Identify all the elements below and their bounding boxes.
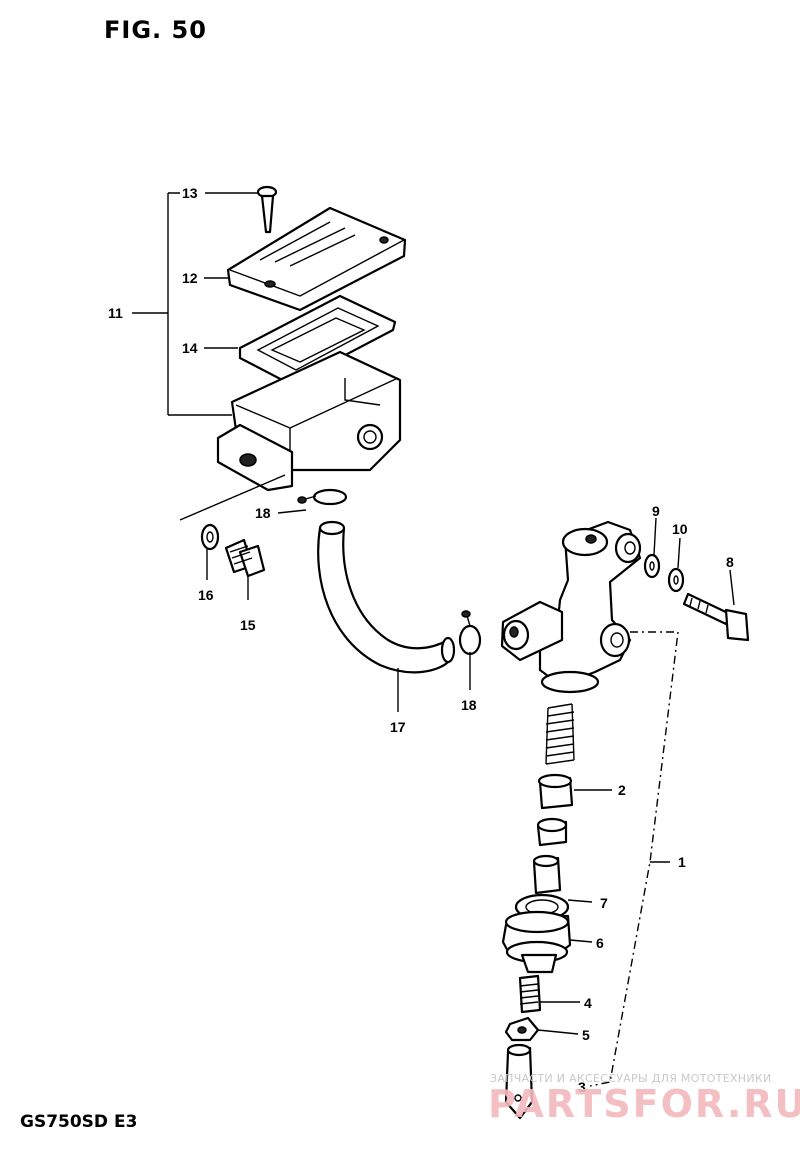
callout-10: 10 xyxy=(672,521,688,537)
callout-11: 11 xyxy=(108,305,123,321)
reservoir-cap xyxy=(226,206,407,312)
callout-7: 7 xyxy=(600,895,608,911)
callout-14: 14 xyxy=(182,340,198,356)
reservoir-body xyxy=(216,350,402,492)
union-bolt xyxy=(224,538,266,578)
callout-5: 5 xyxy=(582,1027,590,1043)
callout-18-upper: 18 xyxy=(255,505,271,521)
reservoir-diaphragm xyxy=(238,294,397,386)
master-cylinder-body xyxy=(500,520,642,694)
callout-9: 9 xyxy=(652,503,660,519)
gasket-washer xyxy=(200,523,220,551)
hose-clamp-upper xyxy=(297,488,348,506)
washer-9 xyxy=(643,553,661,579)
callout-13: 13 xyxy=(182,185,198,201)
callout-6: 6 xyxy=(596,935,604,951)
callout-4: 4 xyxy=(584,995,592,1011)
reservoir-screw xyxy=(256,185,278,234)
callout-18-lower: 18 xyxy=(461,697,477,713)
watermark-brand: PARTSFOR.RU xyxy=(488,1082,800,1126)
push-rod xyxy=(518,974,542,1014)
clevis xyxy=(504,1043,534,1120)
callout-16: 16 xyxy=(198,587,214,603)
mounting-bolt xyxy=(682,592,750,642)
washer-10 xyxy=(667,567,685,593)
leader-lines xyxy=(132,192,735,1087)
watermark-tagline: ЗАПЧАСТИ И АКСЕССУАРЫ ДЛЯ МОТОТЕХНИКИ xyxy=(490,1072,772,1085)
callout-17: 17 xyxy=(390,719,406,735)
callout-2: 2 xyxy=(618,782,626,798)
callout-labels: 13 12 11 14 18 16 15 17 18 9 10 8 2 1 7 … xyxy=(108,185,734,1095)
dust-boot xyxy=(501,910,572,974)
piston-spring xyxy=(545,703,575,765)
callout-15: 15 xyxy=(240,617,256,633)
callout-8: 8 xyxy=(726,554,734,570)
model-code: GS750SD E3 xyxy=(20,1112,138,1132)
hose-clamp-lower xyxy=(458,610,482,656)
callout-12: 12 xyxy=(182,270,198,286)
reservoir-hose xyxy=(317,520,456,674)
push-rod-upper xyxy=(532,854,562,895)
figure-title: FIG. 50 xyxy=(104,16,207,44)
lock-nut xyxy=(504,1016,540,1042)
callout-1: 1 xyxy=(678,854,686,870)
callout-3: 3 xyxy=(578,1079,586,1095)
piston xyxy=(536,773,574,847)
